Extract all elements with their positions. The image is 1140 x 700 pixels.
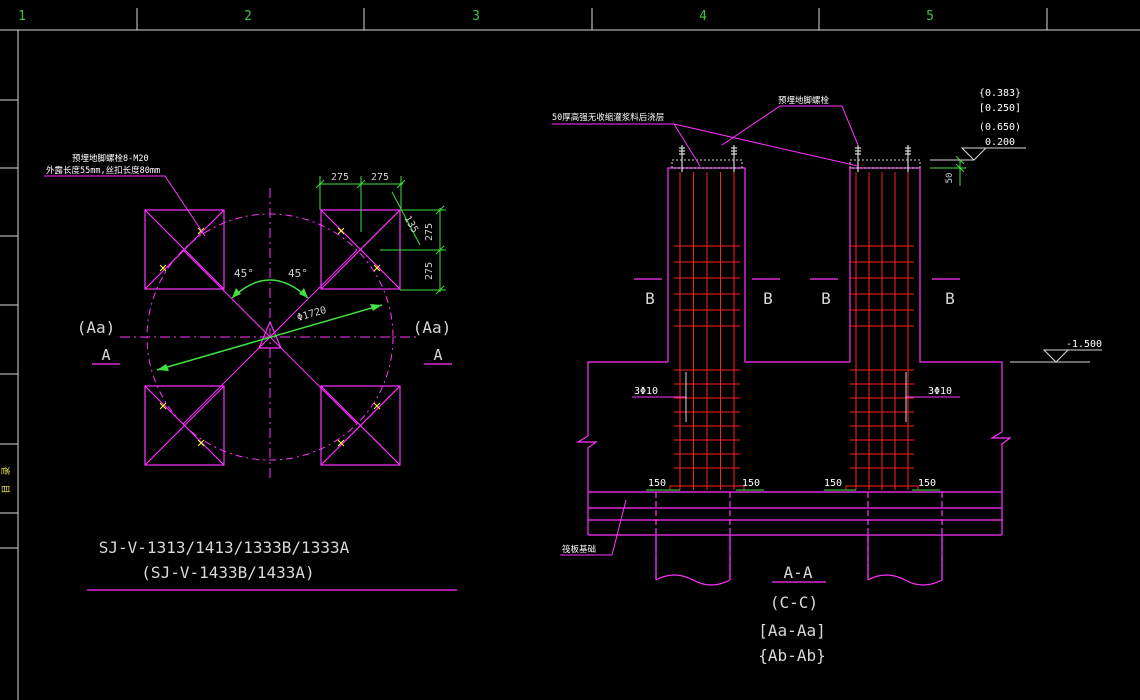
- bolt-note-line1: 预埋地脚螺栓8-M20: [72, 153, 149, 164]
- section-view[interactable]: 50厚高强无收缩灌浆料后浇层 预埋地脚螺栓 筏板基础 {0.383} [0.25…: [552, 88, 1102, 665]
- dim-right: [380, 205, 446, 295]
- ruler-col-2: 2: [244, 9, 252, 24]
- section-mark-left-paren: (Aa): [77, 318, 116, 337]
- elevation-symbol-icon: [930, 147, 1026, 161]
- grout-note: 50厚高强无收缩灌浆料后浇层: [552, 112, 664, 123]
- section-title-2: (C-C): [770, 593, 818, 612]
- angle-arrow-icon: [232, 288, 241, 298]
- angle-left-label: 45°: [234, 267, 254, 280]
- anchor-bolt-icons: [679, 145, 911, 172]
- rebar-left-label: 3Φ10: [634, 386, 658, 397]
- dim-275-right-top: 275: [424, 223, 435, 241]
- dim-275-top-left: 275: [331, 172, 349, 183]
- dim-150-2: 150: [742, 478, 760, 489]
- elevation-4: 0.200: [985, 137, 1015, 148]
- bolt-label: 预埋地脚螺栓: [778, 95, 830, 106]
- bolt-note-line2: 外露长度55mm,丝扣长度80mm: [46, 165, 160, 176]
- angle-arrow-icon-2: [299, 288, 308, 298]
- dim-275-right-bottom: 275: [424, 262, 435, 280]
- angle-arc: [231, 279, 309, 299]
- dim-135-line: [391, 191, 421, 246]
- dim-275-top-right: 275: [371, 172, 389, 183]
- b-mark-1: B: [645, 289, 655, 308]
- left-ruler: [0, 30, 19, 700]
- bolt-leader: [44, 175, 206, 237]
- anchor-bolt-marks: [159, 227, 381, 447]
- section-mark-right-paren: (Aa): [413, 318, 452, 337]
- elevation-3: (0.650): [979, 122, 1021, 133]
- ruler-col-4: 4: [699, 9, 707, 24]
- plan-view[interactable]: Φ1720 45° 45° 275 275 275: [44, 153, 457, 591]
- rebar-hook: [845, 485, 919, 490]
- b-mark-3: B: [821, 289, 831, 308]
- plan-title-line1: SJ-V-1313/1413/1333B/1333A: [99, 538, 350, 557]
- leader-lines: [552, 105, 859, 556]
- ruler-col-3: 3: [472, 9, 480, 24]
- elevation-2: [0.250]: [979, 103, 1021, 114]
- dim-135: 135: [401, 214, 420, 235]
- plan-title-line2: (SJ-V-1433B/1433A): [141, 563, 314, 582]
- section-title-1: A-A: [784, 563, 813, 582]
- grout-layer-right: [849, 159, 921, 169]
- diameter-label: Φ1720: [296, 305, 328, 324]
- section-title-4: {Ab-Ab}: [758, 646, 825, 665]
- section-mark-right: A: [433, 346, 442, 364]
- pile-right: [867, 492, 943, 586]
- diameter-arrow-icon: [370, 304, 382, 311]
- rebar-cage-right: [845, 172, 919, 490]
- foundation-label: 筏板基础: [562, 544, 596, 555]
- dim-top: [315, 176, 406, 232]
- rebar-right-label: 3Φ10: [928, 386, 952, 397]
- b-mark-2: B: [763, 289, 773, 308]
- ruler-col-5: 5: [926, 9, 934, 24]
- base-plate-br[interactable]: [320, 385, 401, 466]
- rebar-cage-left: [669, 172, 745, 490]
- top-ruler: [0, 8, 1140, 31]
- elevation-neg-symbol-icon: [1010, 349, 1102, 363]
- base-plate-bl[interactable]: [144, 385, 225, 466]
- elevation-1: {0.383}: [979, 88, 1021, 99]
- dim-150-1: 150: [648, 478, 666, 489]
- rebar-hook: [669, 485, 745, 490]
- dim-150-4: 150: [918, 478, 936, 489]
- dim-150-3: 150: [824, 478, 842, 489]
- b-mark-4: B: [945, 289, 955, 308]
- ruler-col-1: 1: [18, 9, 26, 24]
- grout-layer-left: [671, 159, 743, 169]
- concrete-outline: [575, 167, 1012, 536]
- section-mark-left: A: [101, 346, 110, 364]
- side-label: 目 录: [1, 466, 12, 493]
- base-plate-tl[interactable]: [144, 209, 225, 290]
- pile-left: [655, 492, 731, 586]
- stirrup-dims: [685, 372, 907, 422]
- section-title-3: [Aa-Aa]: [758, 621, 825, 640]
- dim-50: 50: [945, 173, 955, 184]
- dim-50-marker: [930, 155, 966, 186]
- elevation-neg: -1.500: [1066, 339, 1102, 350]
- angle-right-label: 45°: [288, 267, 308, 280]
- diameter-dim-line: [156, 304, 383, 371]
- diameter-arrow-icon-2: [157, 364, 169, 371]
